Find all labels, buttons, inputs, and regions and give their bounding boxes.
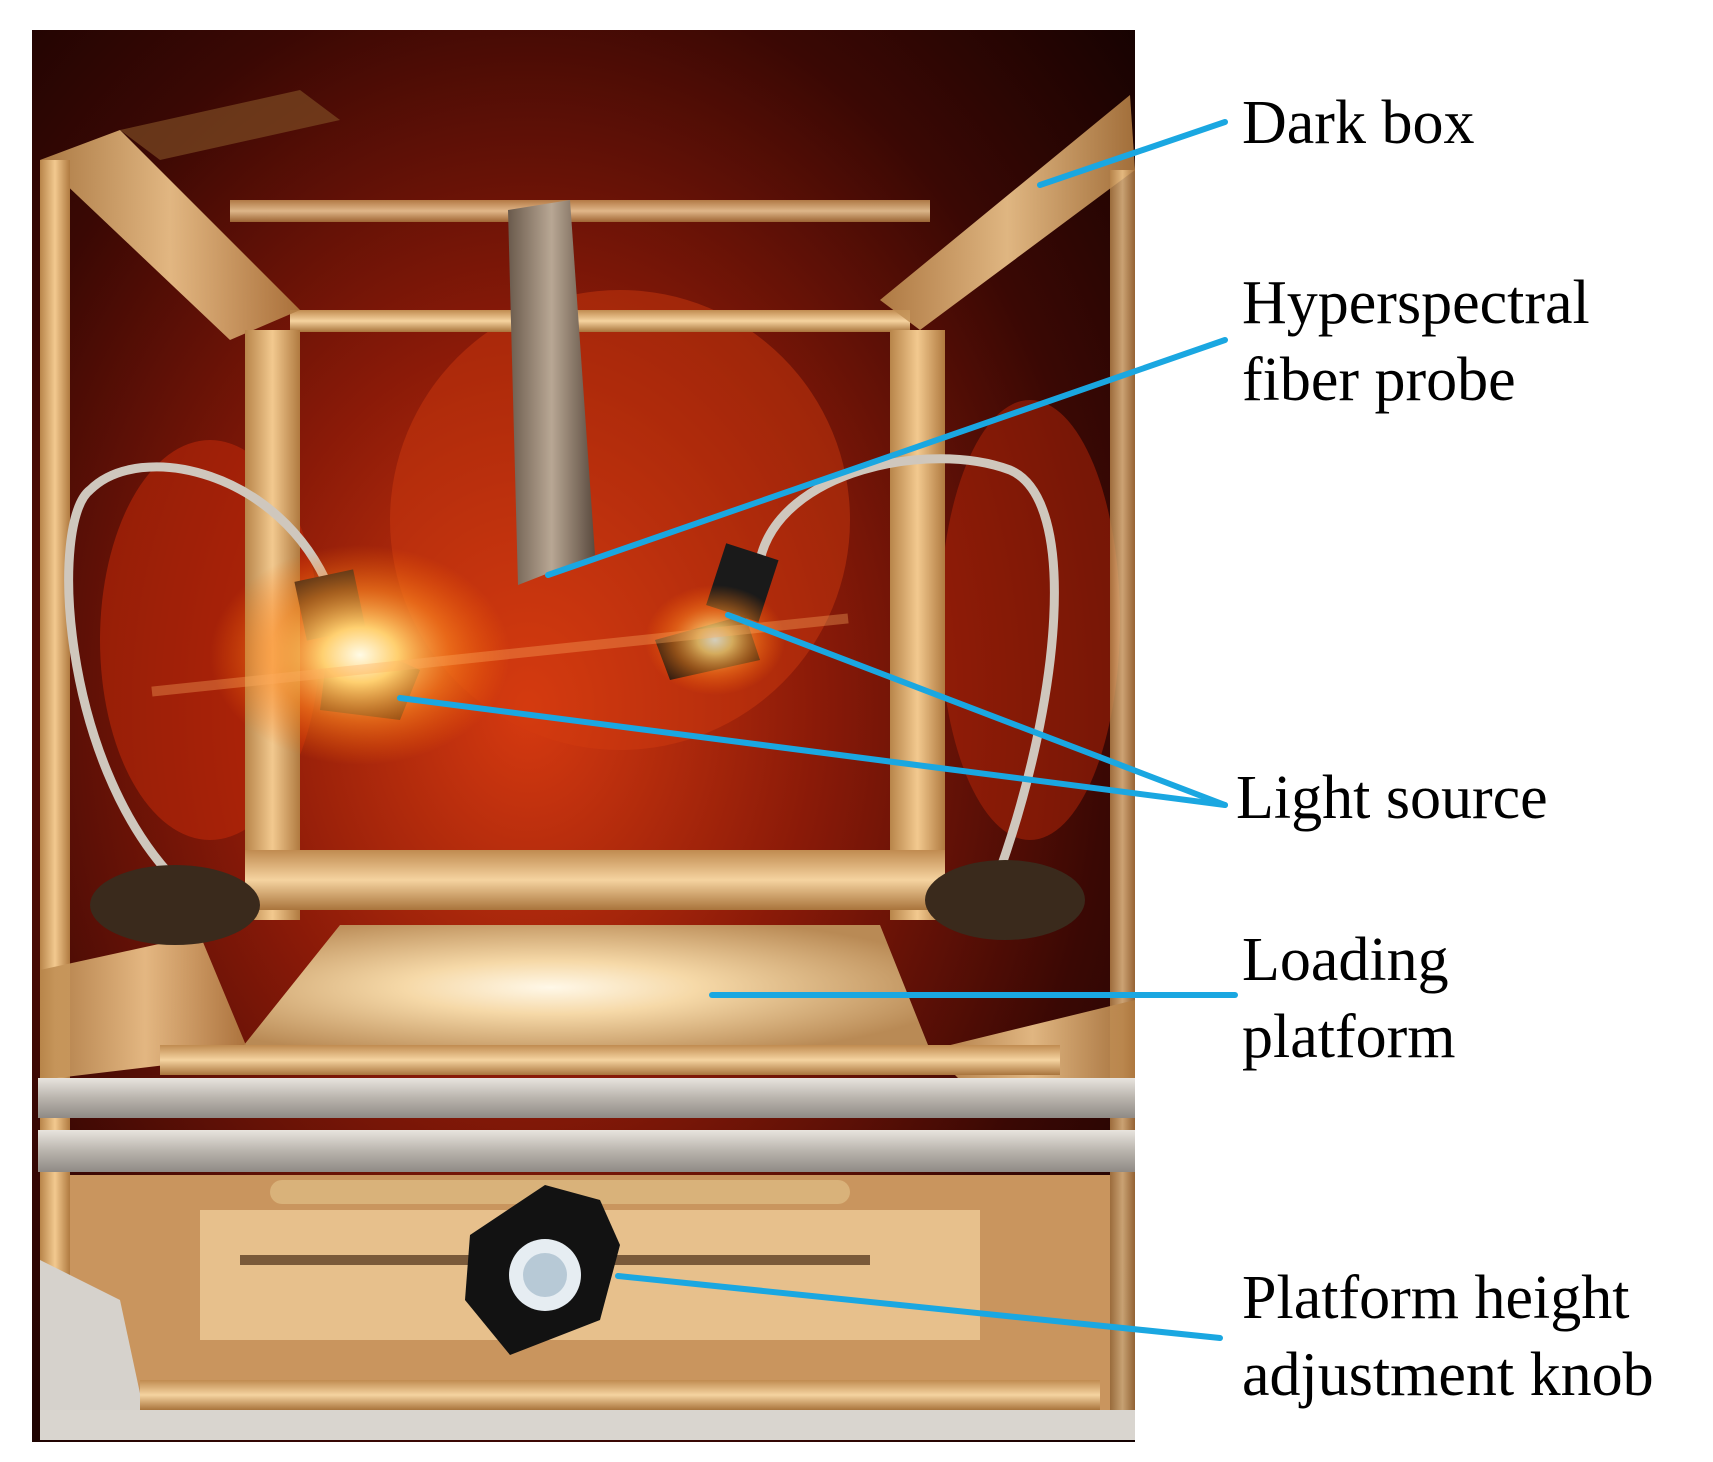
label-knob-line1: Platform height bbox=[1242, 1264, 1629, 1332]
label-probe-line1: Hyperspectral bbox=[1242, 269, 1590, 337]
callout-labels: Dark box Hyperspectral fiber probe Light… bbox=[1236, 89, 1654, 1409]
callout-line-probe bbox=[545, 337, 1228, 578]
label-platform-line2: platform bbox=[1242, 1003, 1456, 1071]
label-dark-box: Dark box bbox=[1242, 89, 1474, 157]
label-platform-line1: Loading bbox=[1242, 926, 1449, 994]
callout-lines bbox=[397, 119, 1238, 1341]
label-knob-line2: adjustment knob bbox=[1242, 1341, 1654, 1409]
callout-line-light-left bbox=[397, 695, 1228, 808]
label-probe-line2: fiber probe bbox=[1242, 346, 1516, 414]
callout-line-light-right bbox=[725, 612, 1228, 808]
photo bbox=[32, 30, 1135, 1442]
callout-line-knob bbox=[615, 1273, 1223, 1341]
label-light-source: Light source bbox=[1236, 764, 1548, 832]
callout-line-dark-box bbox=[1037, 119, 1228, 188]
